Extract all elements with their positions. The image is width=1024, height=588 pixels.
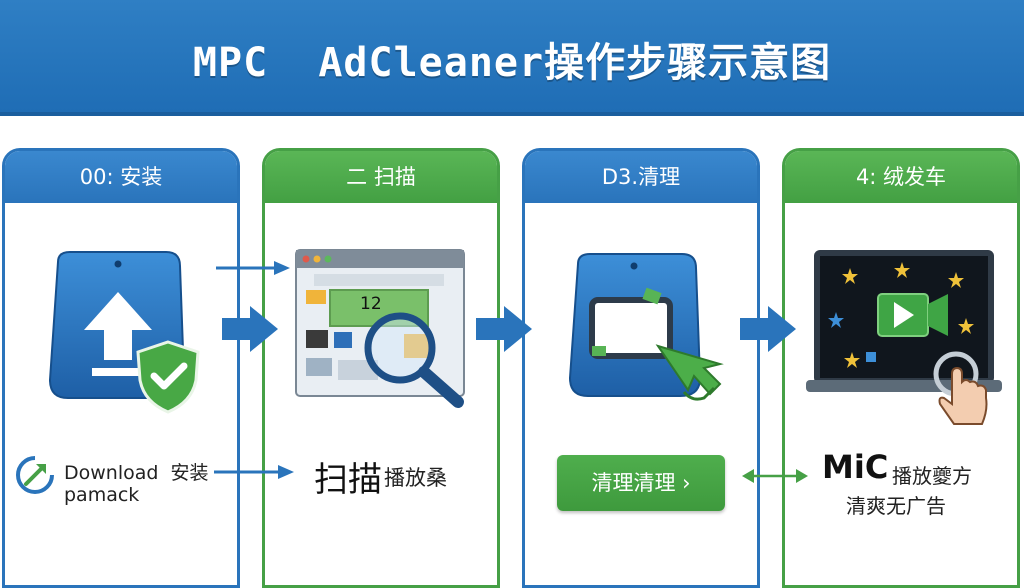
arrow-thin-1-icon bbox=[216, 261, 290, 275]
scan-screen-number: 12 bbox=[360, 294, 382, 314]
scan-caption-small: 播放桑 bbox=[384, 466, 447, 490]
clean-button[interactable]: 清理清理 › bbox=[557, 455, 725, 511]
play-caption-line1: 播放夔方 bbox=[892, 464, 972, 488]
refresh-download-icon bbox=[16, 456, 54, 494]
arrow-step-2-icon bbox=[476, 306, 532, 352]
step-label-clean: D3.清理 bbox=[525, 151, 757, 203]
touch-hand-icon bbox=[933, 351, 988, 425]
step-label-install: 00: 安装 bbox=[5, 151, 237, 203]
play-caption-brand: MiC bbox=[822, 448, 889, 486]
step-label-scan: 二 扫描 bbox=[265, 151, 497, 203]
cursor-hand-icon bbox=[655, 344, 724, 401]
magnifier-icon bbox=[364, 312, 464, 408]
arrow-double-icon bbox=[742, 469, 808, 483]
install-caption-line1: Download 安装 bbox=[64, 462, 209, 484]
install-caption-line2: pamack bbox=[64, 484, 140, 506]
step-label-play: 4: 绒发车 bbox=[785, 151, 1017, 203]
play-caption-line2: 清爽无广告 bbox=[846, 494, 946, 518]
header-banner: MPC AdCleaner操作步骤示意图 bbox=[0, 0, 1024, 116]
page-title: MPC AdCleaner操作步骤示意图 bbox=[192, 40, 832, 86]
step-card-install: 00: 安装 bbox=[2, 148, 240, 588]
arrow-thin-2-icon bbox=[214, 465, 294, 479]
arrow-step-1-icon bbox=[222, 306, 278, 352]
scan-caption-big: 扫描 bbox=[314, 460, 382, 500]
shield-check-icon bbox=[136, 340, 200, 414]
arrow-step-3-icon bbox=[740, 306, 796, 352]
